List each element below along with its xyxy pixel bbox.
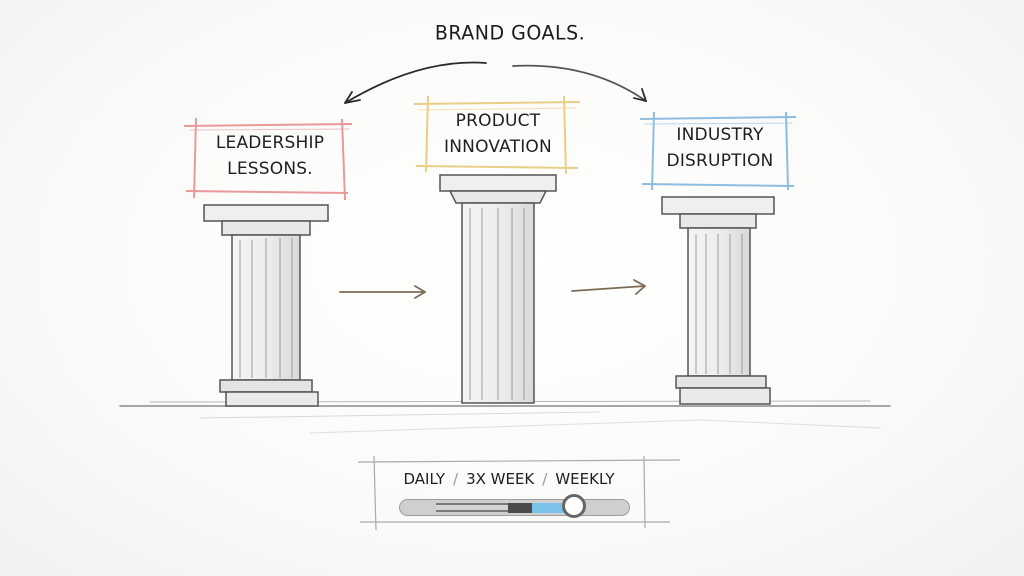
curved-arrow-right-icon: [512, 64, 647, 102]
option-daily[interactable]: DAILY: [403, 470, 446, 488]
slider-dark-segment: [508, 503, 532, 513]
leadership-lessons-label: LEADERSHIP LESSONS.: [196, 130, 344, 182]
product-innovation-label: PRODUCT INNOVATION: [424, 108, 572, 160]
slider-fill: [532, 503, 564, 513]
frequency-slider[interactable]: [399, 494, 630, 518]
brand-goals-title: BRAND GOALS.: [434, 21, 586, 45]
option-weekly[interactable]: WEEKLY: [555, 470, 615, 488]
separator: /: [542, 470, 548, 488]
frequency-frame: [357, 455, 681, 531]
pillar-left: [203, 204, 329, 407]
arrow-right-icon: [571, 279, 646, 295]
label-line: INNOVATION: [444, 137, 552, 157]
slider-inner-track: [436, 503, 566, 512]
industry-frame: [639, 111, 797, 191]
arrow-right-icon: [339, 285, 426, 299]
leadership-frame: [183, 117, 353, 201]
label-line: DISRUPTION: [666, 151, 774, 171]
frequency-options: DAILY / 3X WEEK / WEEKLY: [378, 470, 640, 488]
product-frame: [413, 95, 581, 175]
pillar-middle: [439, 174, 557, 404]
label-line: LESSONS.: [227, 159, 313, 179]
pillar-right: [661, 196, 775, 405]
curved-arrow-left-icon: [344, 61, 487, 104]
slider-thumb[interactable]: [562, 494, 586, 518]
label-line: PRODUCT: [455, 111, 541, 131]
label-line: LEADERSHIP: [215, 133, 325, 153]
label-line: INDUSTRY: [676, 125, 764, 145]
separator: /: [453, 470, 459, 488]
option-3x-week[interactable]: 3X WEEK: [466, 470, 535, 488]
industry-disruption-label: INDUSTRY DISRUPTION: [646, 122, 794, 174]
